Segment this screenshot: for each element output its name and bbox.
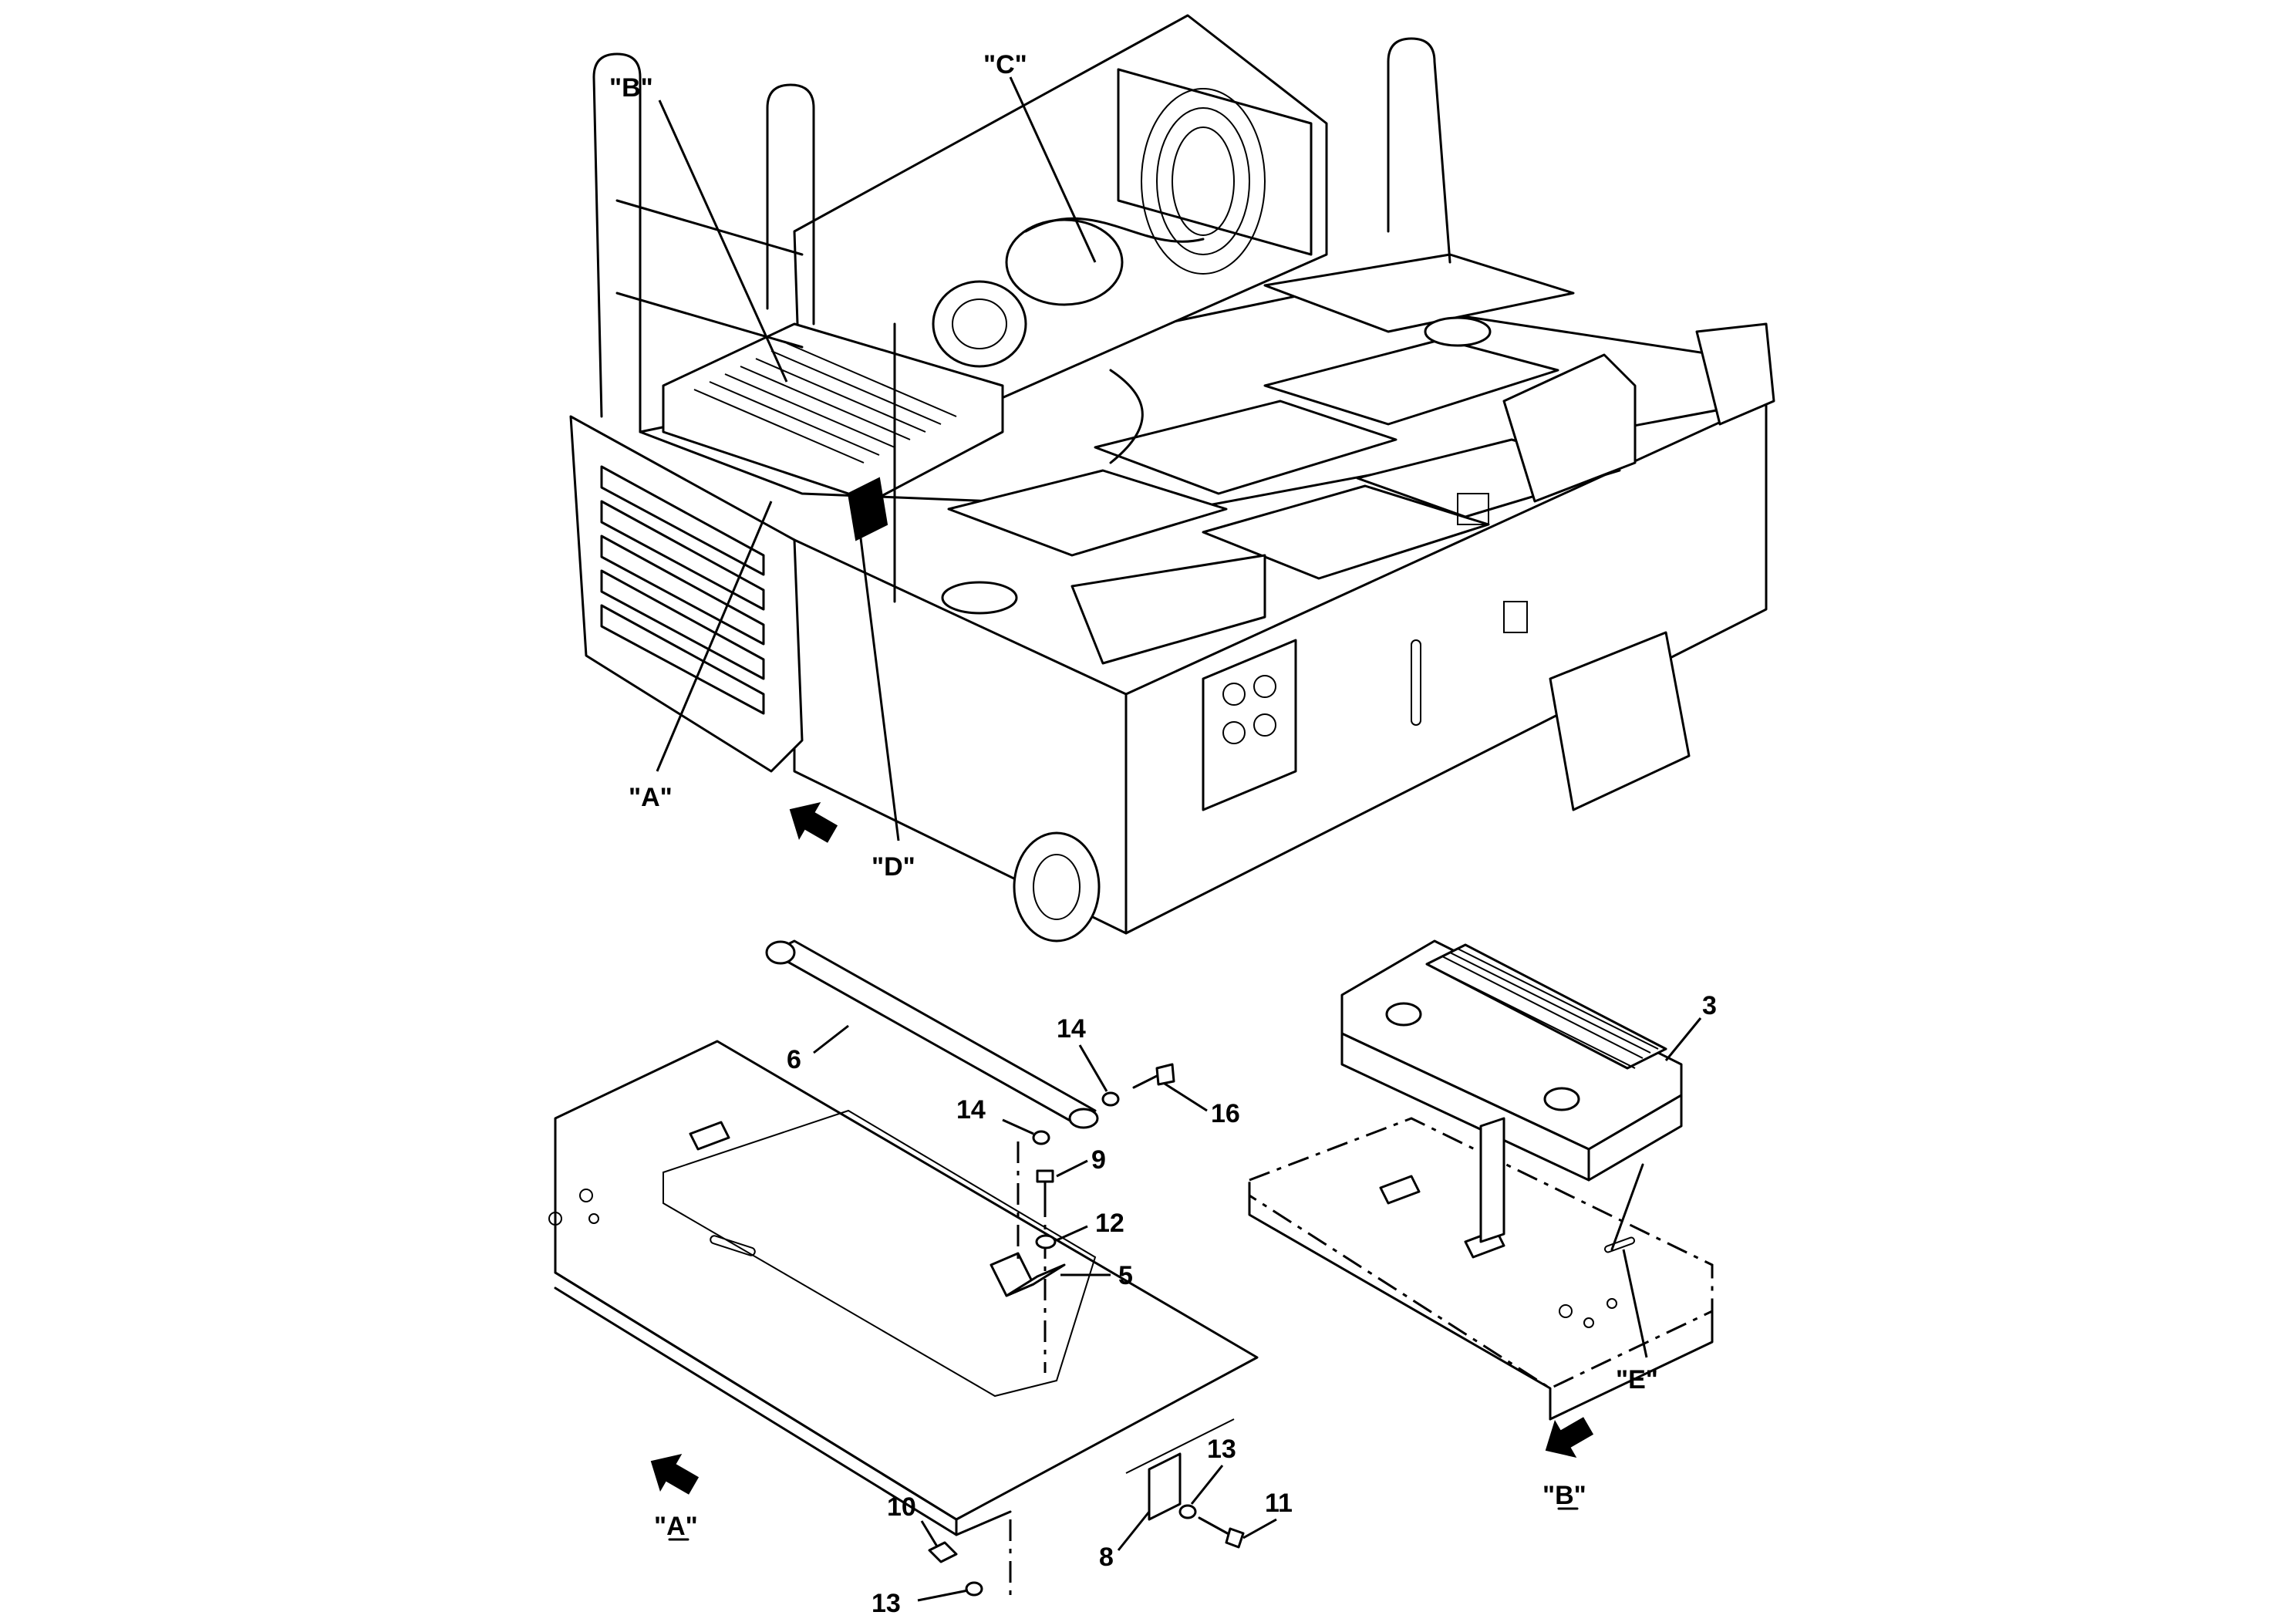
callout-14-upper: 14: [1057, 1014, 1086, 1044]
cooler-fins: [693, 342, 957, 464]
deck-hole-2: [1424, 316, 1492, 347]
view-A-arrow-icon: [650, 1453, 700, 1495]
part-5-bracket: [990, 1252, 1035, 1297]
leader-11: [1242, 1518, 1277, 1539]
callout-13-left: 13: [872, 1589, 901, 1618]
cooler-cap-left: [1385, 1002, 1422, 1027]
callout-5: 5: [1118, 1261, 1133, 1290]
cooler-mount-leg: [1479, 1117, 1505, 1243]
callout-16: 16: [1211, 1099, 1240, 1128]
cover-plate-6: [1263, 253, 1575, 333]
direction-arrow-icon: [789, 801, 838, 843]
plate-recess: [663, 1109, 1097, 1398]
leader-3: [1664, 1017, 1702, 1061]
view-B-title: "B": [1542, 1481, 1586, 1510]
leader-8: [1117, 1511, 1151, 1551]
cooler-fin-block: [1425, 943, 1667, 1070]
turbocharger: [932, 280, 1027, 368]
deck-hole-1: [941, 581, 1018, 615]
callout-E: "E": [1616, 1365, 1658, 1394]
label-A: "A": [629, 783, 673, 812]
cooler-bracket-dark: [847, 477, 888, 541]
intake-hose: [1024, 217, 1205, 243]
leader-B: [658, 99, 788, 383]
part-8-bracket: [1148, 1452, 1182, 1521]
leader-14-lower: [1002, 1118, 1034, 1135]
base-plate-A: [554, 1040, 1259, 1521]
control-box-mount: [1070, 554, 1266, 665]
leader-13-left: [917, 1589, 969, 1602]
detail-view-A: 6 14 14 16 9 12 5 8: [548, 939, 1293, 1618]
oil-cooler-installed: [662, 322, 1004, 503]
part-12-washer: [1035, 1234, 1057, 1249]
deck-clip-left: [1379, 1175, 1421, 1205]
harness-cable: [1109, 369, 1144, 464]
callout-13-right: 13: [1207, 1435, 1236, 1464]
part-9-bolt: [1036, 1169, 1054, 1212]
label-C: "C": [983, 50, 1027, 79]
control-box: [1202, 639, 1297, 811]
part-14-washer-upper: [1101, 1091, 1120, 1107]
cover-plate-2: [1094, 400, 1397, 495]
callout-14-lower: 14: [956, 1095, 986, 1125]
cooler-pin: [1610, 1163, 1644, 1251]
leader-13-right: [1190, 1465, 1224, 1505]
callout-9: 9: [1091, 1145, 1106, 1175]
leader-E: [1622, 1249, 1648, 1358]
fan-ring: [1141, 88, 1266, 275]
lifting-bracket: [1502, 353, 1637, 503]
view-B-arrow-icon: [1545, 1417, 1594, 1458]
leader-14-upper: [1078, 1044, 1108, 1092]
label-D: "D": [872, 852, 915, 882]
rear-hook: [1695, 322, 1775, 426]
callout-10: 10: [887, 1492, 916, 1522]
leader-10: [920, 1520, 939, 1547]
part-6-strut: [770, 939, 1097, 1128]
drive-flange: [1013, 831, 1101, 943]
part-16-bolt: [1132, 1063, 1175, 1089]
part-10-nut: [928, 1541, 958, 1563]
leader-6: [813, 1024, 849, 1054]
part-11-bolt: [1198, 1516, 1245, 1549]
leader-16: [1164, 1082, 1208, 1112]
cover-plate-3: [1263, 338, 1559, 426]
cover-plate-1: [947, 469, 1228, 557]
lower-tank: [1549, 631, 1691, 811]
label-B: "B": [609, 73, 653, 103]
handrail-left-rear: [766, 83, 815, 325]
part-14-washer-lower: [1032, 1130, 1050, 1145]
callout-8: 8: [1099, 1543, 1114, 1572]
handrail-right: [1387, 37, 1451, 264]
view-A-title: "A": [654, 1512, 698, 1541]
part-13-washer-right: [1178, 1504, 1197, 1519]
detail-view-B: 3 "E" "B": [1248, 939, 1717, 1510]
leader-9: [1056, 1159, 1088, 1178]
callout-3: 3: [1702, 991, 1717, 1020]
cooler-cap-right: [1543, 1087, 1580, 1111]
air-cleaner: [1005, 218, 1124, 306]
leader-D: [858, 531, 900, 841]
callout-6: 6: [787, 1045, 801, 1074]
machine-overview: "B" "C" "A" "D": [569, 14, 1775, 943]
leader-12: [1056, 1225, 1088, 1242]
callout-12: 12: [1095, 1209, 1124, 1238]
plate-clip: [689, 1121, 730, 1151]
leader-C: [1009, 76, 1097, 263]
leader-A: [656, 501, 773, 772]
callout-11: 11: [1265, 1489, 1293, 1518]
handrail-left-front: [592, 52, 642, 433]
part-13-washer-left: [965, 1581, 983, 1597]
